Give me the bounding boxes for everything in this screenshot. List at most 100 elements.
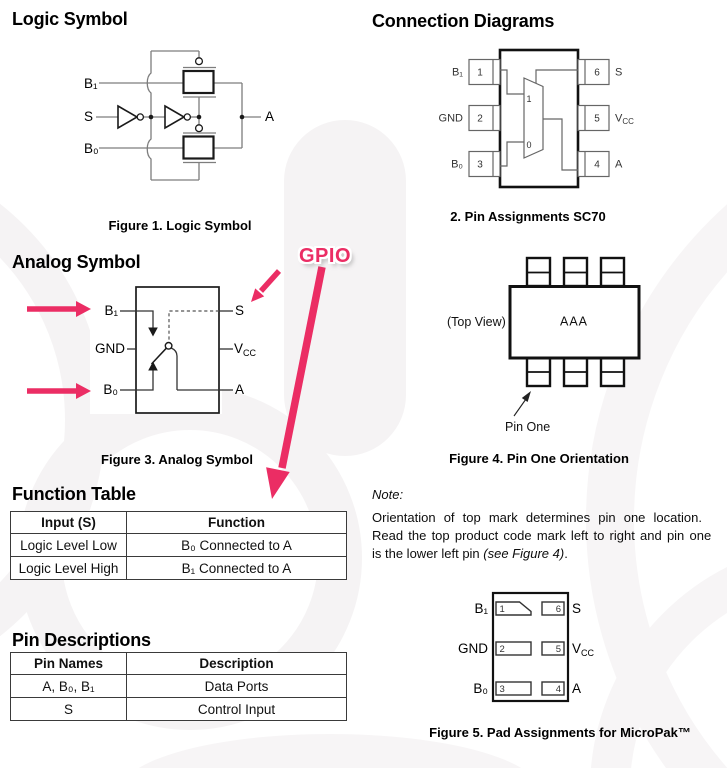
micropak-label-b1: B₁: [474, 601, 488, 616]
sc70-label-a: A: [615, 159, 623, 171]
analog-pin-s: S: [235, 303, 244, 318]
logic-circuit-junctions: [148, 114, 245, 120]
pin-descriptions-col-names: Pin Names: [10, 652, 127, 675]
sc70-internal-wires: [500, 69, 578, 171]
analog-pin-a: A: [235, 382, 244, 397]
analog-wires: [120, 310, 233, 391]
micropak-pad3-number: 3: [500, 684, 505, 695]
logic-symbol-heading: Logic Symbol: [12, 9, 128, 29]
analog-switch-pivot: [164, 341, 173, 350]
micropak-label-s: S: [572, 601, 581, 616]
micropak-pad1-pin-one-marker: [495, 601, 532, 616]
connection-diagrams-heading: Connection Diagrams: [372, 11, 555, 31]
sc70-pin5-number: 5: [594, 114, 600, 125]
note-line: Read the top product code mark left to r…: [372, 528, 712, 543]
function-table-col-input: Input (S): [10, 511, 127, 534]
function-row2-function: B₁ Connected to A: [126, 556, 347, 580]
function-table: Input (S) Function Logic Level Low B₀ Co…: [10, 511, 347, 580]
pin-descriptions-col-description: Description: [126, 652, 347, 675]
analog-pin-labels: B₁ GND B₀ S VCC A: [95, 303, 257, 397]
sc70-package-body: [498, 48, 580, 189]
logic-symbol-figure: B₁ S B₀ A: [84, 50, 274, 181]
sc70-pin2-number: 2: [477, 114, 483, 125]
micropak-pads: [495, 601, 565, 696]
micropak-pin-names: B₁ GND B₀ S VCC A: [458, 601, 595, 696]
logic-circuit-devices: [117, 57, 215, 160]
top-mark-code: AAA: [560, 315, 588, 329]
pin-row1-description: Data Ports: [126, 674, 347, 698]
table-row: Logic Level Low B₀ Connected to A: [10, 533, 347, 557]
micropak-label-vcc: VCC: [572, 641, 595, 658]
analog-arrow-down: [148, 327, 158, 337]
sc70-pin6-number: 6: [594, 68, 600, 79]
sc70-mux-input1: 1: [526, 94, 531, 104]
figure5-caption: Figure 5. Pad Assignments for MicroPak™: [429, 725, 691, 740]
pin-row2-names: S: [10, 697, 127, 721]
sc70-pin3-number: 3: [477, 160, 483, 171]
logic-pin-s: S: [84, 109, 93, 124]
function-row2-input: Logic Level High: [10, 556, 127, 580]
micropak-pad5-number: 5: [556, 644, 561, 655]
micropak-pad-numbers: 1 2 3 6 5 4: [500, 604, 562, 695]
analog-pin-vcc: VCC: [234, 341, 257, 358]
analog-pin-b0: B₀: [103, 382, 118, 397]
analog-symbol-heading: Analog Symbol: [12, 252, 141, 272]
figure2-caption: 2. Pin Assignments SC70: [450, 209, 606, 224]
table-row: A, B₀, B₁ Data Ports: [10, 674, 347, 698]
function-table-header-row: Input (S) Function: [10, 511, 347, 534]
pin-descriptions-header-row: Pin Names Description: [10, 652, 347, 675]
sc70-label-vcc: VCC: [615, 113, 634, 127]
analog-pin-gnd: GND: [95, 341, 125, 356]
note-block: Note: Orientation of top mark determines…: [372, 486, 714, 563]
sc70-pin-numbers: 1 2 3 6 5 4 1 0: [477, 68, 600, 171]
top-view-label: (Top View): [447, 315, 506, 329]
micropak-label-a: A: [572, 681, 581, 696]
function-row1-function: B₀ Connected to A: [126, 533, 347, 557]
sc70-mux-input0: 0: [526, 140, 531, 150]
micropak-pad1-number: 1: [500, 604, 505, 615]
pin-one-pointer-arrowhead: [521, 391, 531, 402]
pin-one-pointer-line: [513, 398, 527, 417]
function-row1-input: Logic Level Low: [10, 533, 127, 557]
analog-pin-b1: B₁: [104, 303, 118, 318]
micropak-label-b0: B₀: [473, 681, 488, 696]
pin-one-label: Pin One: [505, 420, 550, 434]
logic-pin-a: A: [265, 109, 274, 124]
micropak-pad2-number: 2: [500, 644, 505, 655]
micropak-pad6-number: 6: [556, 604, 561, 615]
pin-one-texts: (Top View) AAA Pin One: [447, 315, 588, 435]
pin-row2-description: Control Input: [126, 697, 347, 721]
analog-symbol-figure: B₁ GND B₀ S VCC A: [90, 272, 257, 414]
sc70-pin-names: B₁ GND B₀ S VCC A: [439, 67, 635, 171]
sc70-label-s: S: [615, 67, 622, 79]
analog-arrow-up: [148, 361, 158, 371]
micropak-pad4-number: 4: [556, 684, 561, 695]
function-table-heading: Function Table: [12, 484, 136, 504]
function-table-col-function: Function: [126, 511, 347, 534]
micropak-label-gnd: GND: [458, 641, 488, 656]
package-top-view-drawing: [508, 256, 641, 388]
pin-one-orientation-figure: (Top View) AAA Pin One: [447, 256, 641, 435]
sc70-pin1-number: 1: [477, 68, 483, 79]
pin-row1-names: A, B₀, B₁: [10, 674, 127, 698]
table-row: S Control Input: [10, 697, 347, 721]
gpio-annotation-label: GPIO: [299, 245, 352, 267]
logic-pin-labels: B₁ S B₀ A: [84, 76, 274, 156]
sc70-label-b1: B₁: [452, 67, 463, 79]
figure4-caption: Figure 4. Pin One Orientation: [449, 451, 629, 466]
figure3-caption: Figure 3. Analog Symbol: [101, 452, 253, 467]
sc70-label-b0: B₀: [451, 159, 463, 171]
figure1-caption: Figure 1. Logic Symbol: [108, 218, 252, 233]
micropak-pad-diagram: 1 2 3 6 5 4 B₁ GND B₀ S VCC A: [458, 591, 595, 703]
pin-descriptions-table: Pin Names Description A, B₀, B₁ Data Por…: [10, 652, 347, 721]
logic-pin-b0: B₀: [84, 141, 99, 156]
pin-descriptions-heading: Pin Descriptions: [12, 630, 151, 650]
logic-pin-b1: B₁: [84, 76, 98, 91]
note-label: Note:: [372, 487, 404, 502]
note-line: is the lower left pin (see Figure 4).: [372, 546, 568, 561]
analog-symbol-box: [135, 286, 220, 414]
sc70-pin-boxes: [468, 58, 610, 178]
sc70-pin4-number: 4: [594, 160, 600, 171]
sc70-label-gnd: GND: [439, 113, 464, 125]
